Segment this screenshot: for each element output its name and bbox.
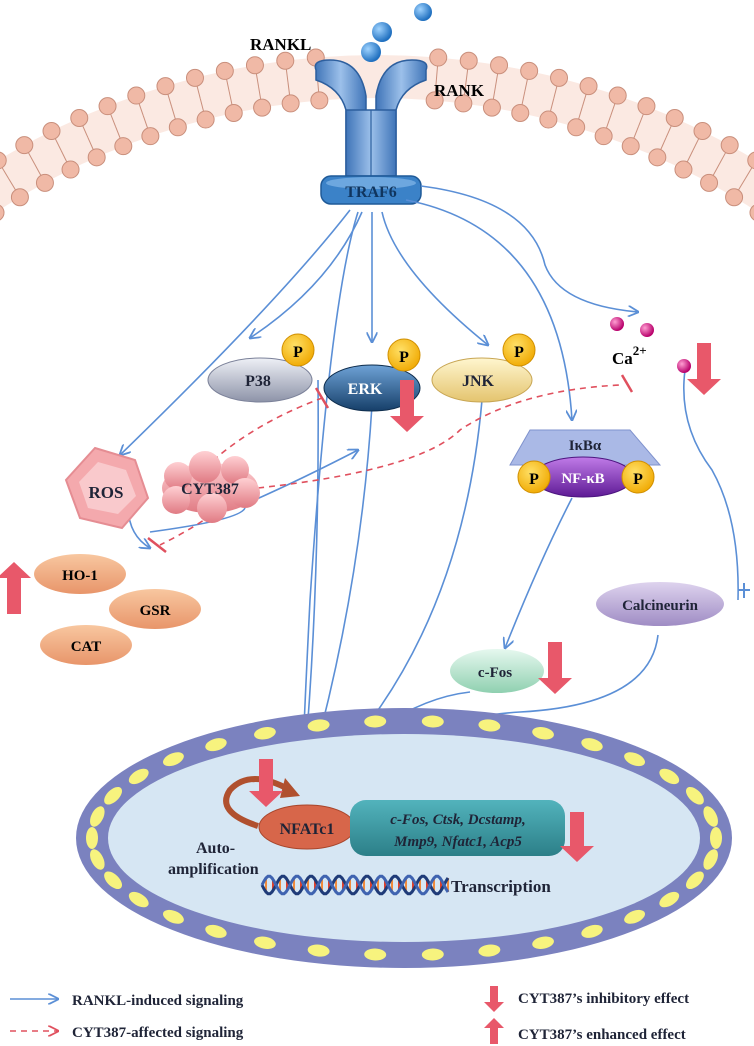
cyt387-label: CYT387 bbox=[181, 481, 239, 498]
svg-text:P: P bbox=[529, 471, 539, 488]
cyt387-to-calcium-inhibition bbox=[257, 384, 621, 489]
traf6-to-ikba-arrow bbox=[405, 199, 572, 420]
rankl-label: RANKL bbox=[250, 35, 311, 54]
ros-node bbox=[64, 446, 150, 530]
traf6-node bbox=[320, 175, 422, 205]
jnk-node bbox=[431, 357, 533, 403]
cyt387-to-erk-arrow bbox=[249, 450, 358, 503]
cat-label: CAT bbox=[71, 639, 102, 655]
cat-node bbox=[40, 625, 132, 665]
enzymes-enhanced-arrow bbox=[0, 562, 31, 614]
traf6-to-nfatc1-arrow bbox=[302, 211, 359, 790]
calcineurin-label: Calcineurin bbox=[622, 598, 698, 614]
auto-amplification-arrowhead bbox=[280, 778, 300, 798]
traf6-to-p38-arrow bbox=[250, 211, 363, 338]
legend-inhibitory: CYT387’s inhibitory effect bbox=[518, 991, 689, 1007]
phospho-nfkb-right: P bbox=[621, 460, 655, 494]
svg-text:P: P bbox=[633, 471, 643, 488]
ho1-label: HO-1 bbox=[62, 568, 98, 584]
nfkb-label: NF-κB bbox=[561, 471, 604, 487]
calcium-to-calcineurin-line bbox=[683, 369, 739, 601]
phospho-jnk: P bbox=[502, 333, 536, 367]
traf6-to-ros-arrow bbox=[120, 209, 351, 455]
traf6-label: TRAF6 bbox=[345, 184, 397, 201]
rankl-ligand bbox=[361, 3, 432, 62]
cyt387-to-ho1-inhibition bbox=[159, 499, 229, 546]
gsr-node bbox=[109, 589, 201, 629]
cfos-label: c-Fos bbox=[478, 665, 512, 681]
auto-amplification-label-2: amplification bbox=[168, 861, 259, 878]
traf6-to-jnk-arrow bbox=[381, 211, 488, 345]
erk-label: ERK bbox=[348, 381, 383, 398]
rank-label: RANK bbox=[434, 81, 485, 100]
nfkb-to-cfos-arrow bbox=[505, 497, 573, 648]
genes-inhibitory-arrow bbox=[560, 812, 594, 862]
erk-node bbox=[323, 364, 421, 412]
calcium-label: Ca2+ bbox=[612, 343, 647, 368]
jnk-label: JNK bbox=[462, 373, 495, 390]
calcium-inhibitory-arrow bbox=[687, 343, 721, 395]
legend: RANKL-induced signaling CYT387-affected … bbox=[10, 986, 689, 1044]
cfos-inhibitory-arrow bbox=[538, 642, 572, 694]
inhibition-bars bbox=[147, 374, 634, 553]
erk-inhibitory-arrow bbox=[390, 380, 424, 432]
traf6-to-calcium-arrow bbox=[420, 185, 638, 312]
cfos-node bbox=[450, 649, 544, 693]
legend-cyt-signaling: CYT387-affected signaling bbox=[72, 1025, 244, 1041]
gsr-label: GSR bbox=[140, 603, 171, 619]
phospho-nfkb-left: P bbox=[517, 460, 551, 494]
ikba-label: IκBα bbox=[569, 438, 602, 454]
calcineurin-node bbox=[596, 582, 724, 626]
calcium-ions bbox=[610, 317, 691, 373]
dna-helix-icon bbox=[260, 874, 450, 896]
nfatc1-label: NFATc1 bbox=[280, 821, 335, 838]
phospho-erk: P bbox=[387, 338, 421, 372]
ros-label: ROS bbox=[89, 483, 124, 502]
cell-membrane bbox=[0, 48, 754, 221]
target-genes-line2: Mmp9, Nfatc1, Acp5 bbox=[393, 834, 522, 850]
transcription-label: Transcription bbox=[451, 877, 551, 896]
auto-amplification-label-1: Auto- bbox=[196, 840, 235, 857]
target-genes-line1: c-Fos, Ctsk, Dcstamp, bbox=[390, 812, 525, 828]
nfatc1-inhibitory-arrow bbox=[249, 759, 283, 807]
legend-rankl-signaling: RANKL-induced signaling bbox=[72, 993, 244, 1009]
ho1-node bbox=[34, 554, 126, 594]
p38-node bbox=[207, 357, 313, 403]
target-genes-box bbox=[350, 800, 565, 856]
phospho-p38: P bbox=[281, 333, 315, 367]
effect-arrows bbox=[0, 343, 721, 862]
legend-inhibitory-arrow-icon bbox=[484, 986, 504, 1012]
legend-enhanced-arrow-icon bbox=[484, 1018, 504, 1044]
cyt387-node bbox=[162, 451, 260, 523]
rank-receptor bbox=[314, 59, 428, 177]
svg-text:P: P bbox=[514, 344, 524, 361]
svg-text:P: P bbox=[399, 349, 409, 366]
ikba-node bbox=[509, 429, 662, 466]
svg-text:P: P bbox=[293, 344, 303, 361]
legend-enhanced: CYT387’s enhanced effect bbox=[518, 1027, 686, 1043]
cyt387-to-erk-inhibition bbox=[204, 397, 323, 469]
p38-label: P38 bbox=[245, 373, 271, 390]
